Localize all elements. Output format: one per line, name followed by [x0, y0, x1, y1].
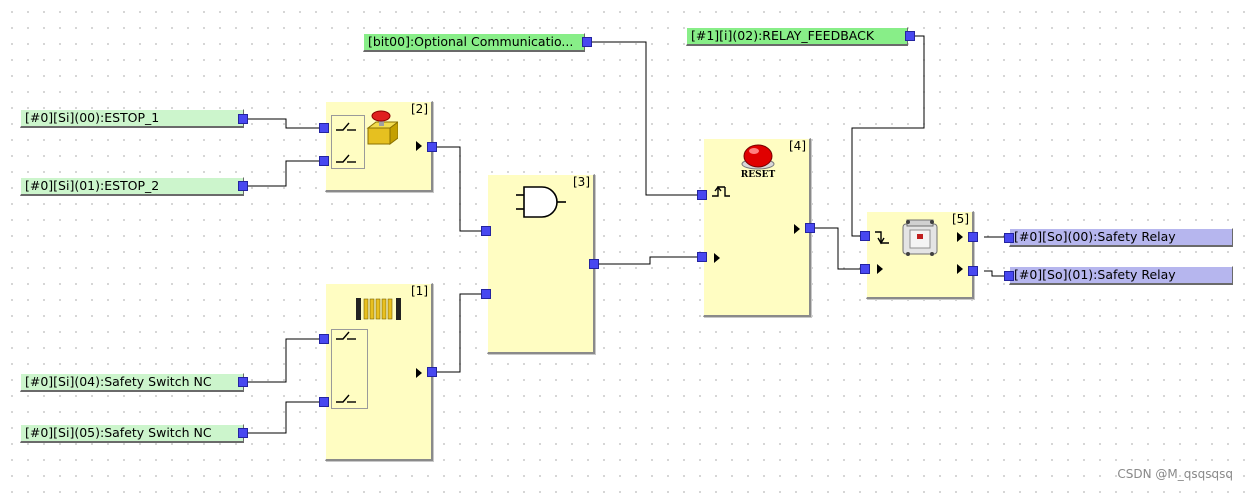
reset-function-block[interactable]: [4] RESET	[703, 138, 811, 317]
emergency-stop-icon	[366, 110, 398, 145]
port-door-in-2[interactable]	[319, 397, 329, 407]
wire-estop2	[247, 160, 325, 187]
port-edm-in-signal[interactable]	[860, 264, 870, 274]
port-estop2-out[interactable]	[238, 181, 248, 191]
port-edm-out-2[interactable]	[968, 266, 978, 276]
nc-contact-icon	[336, 122, 356, 163]
port-estop1-out[interactable]	[238, 114, 248, 124]
nc-contact-icon	[336, 331, 356, 403]
port-reset-in-signal[interactable]	[697, 252, 707, 262]
estop-function-block[interactable]: [2]	[325, 101, 433, 192]
wire-switch2	[247, 401, 325, 434]
safety-door-switch-icon	[356, 298, 401, 320]
output-arrow-icon	[957, 232, 963, 242]
port-edm-in-feedback[interactable]	[860, 231, 870, 241]
output-arrow-icon	[957, 264, 963, 274]
wire-reset-edm	[815, 227, 866, 270]
input-tag-relay-feedback[interactable]: [#1][i](02):RELAY_FEEDBACK	[686, 27, 908, 46]
input-tag-optional-comm[interactable]: [bit00]:Optional Communicatio...	[363, 33, 585, 52]
input-tag-switch-nc-2[interactable]: [#0][Si](05):Safety Switch NC	[20, 424, 244, 443]
input-arrow-icon	[714, 253, 720, 263]
output-tag-relay-1[interactable]: [#0][So](01):Safety Relay	[1009, 266, 1233, 285]
port-relay0-in[interactable]	[1004, 233, 1014, 243]
wire-door-and	[437, 293, 487, 373]
door-switch-function-block[interactable]: [1]	[325, 283, 433, 461]
wire-estop1	[247, 118, 325, 129]
input-arrow-icon	[877, 264, 883, 274]
output-tag-relay-0[interactable]: [#0][So](00):Safety Relay	[1009, 228, 1233, 247]
output-arrow-icon	[416, 141, 422, 151]
safety-relay-icon	[902, 219, 938, 256]
port-estop-in-2[interactable]	[319, 156, 329, 166]
port-switch1-out[interactable]	[238, 377, 248, 387]
wire-edm-relay1	[984, 270, 1009, 277]
input-tag-switch-nc-1[interactable]: [#0][Si](04):Safety Switch NC	[20, 373, 244, 392]
block-number: [4]	[789, 139, 806, 153]
reset-button-icon	[741, 144, 775, 170]
input-tag-estop2[interactable]: [#0][Si](01):ESTOP_2	[20, 177, 244, 196]
port-optcomm-out[interactable]	[582, 37, 592, 47]
feedback-edge-icon	[875, 231, 889, 245]
and-function-block[interactable]: [3]	[487, 174, 595, 354]
wire-and-reset	[599, 256, 703, 265]
wire-switch1	[247, 338, 325, 383]
port-estop-out[interactable]	[427, 142, 437, 152]
port-relay1-in[interactable]	[1004, 271, 1014, 281]
block-number: [3]	[573, 175, 590, 189]
block-number: [2]	[411, 102, 428, 116]
and-gate-icon	[516, 186, 566, 218]
input-contact-group	[331, 329, 368, 409]
output-arrow-icon	[416, 368, 422, 378]
output-arrow-icon	[794, 224, 800, 234]
reset-caption: RESET	[740, 170, 776, 180]
port-reset-in-edge[interactable]	[697, 190, 707, 200]
wire-estop-and	[437, 146, 487, 232]
port-door-in-1[interactable]	[319, 334, 329, 344]
port-door-out[interactable]	[427, 367, 437, 377]
wire-feedback-edm	[851, 35, 925, 237]
rising-edge-icon	[712, 185, 730, 197]
block-number: [5]	[952, 212, 969, 226]
input-tag-estop1[interactable]: [#0][Si](00):ESTOP_1	[20, 109, 244, 128]
port-and-in-1[interactable]	[481, 226, 491, 236]
watermark: CSDN @M_qsqsqsq	[1117, 467, 1233, 481]
port-switch2-out[interactable]	[238, 428, 248, 438]
port-feedback-out[interactable]	[905, 31, 915, 41]
port-estop-in-1[interactable]	[319, 123, 329, 133]
port-edm-out-1[interactable]	[968, 232, 978, 242]
port-and-out[interactable]	[589, 259, 599, 269]
wire-optcomm-reset	[591, 41, 703, 196]
block-number: [1]	[411, 284, 428, 298]
port-reset-out[interactable]	[805, 223, 815, 233]
relay-monitor-function-block[interactable]: [5]	[866, 211, 974, 299]
port-and-in-2[interactable]	[481, 289, 491, 299]
